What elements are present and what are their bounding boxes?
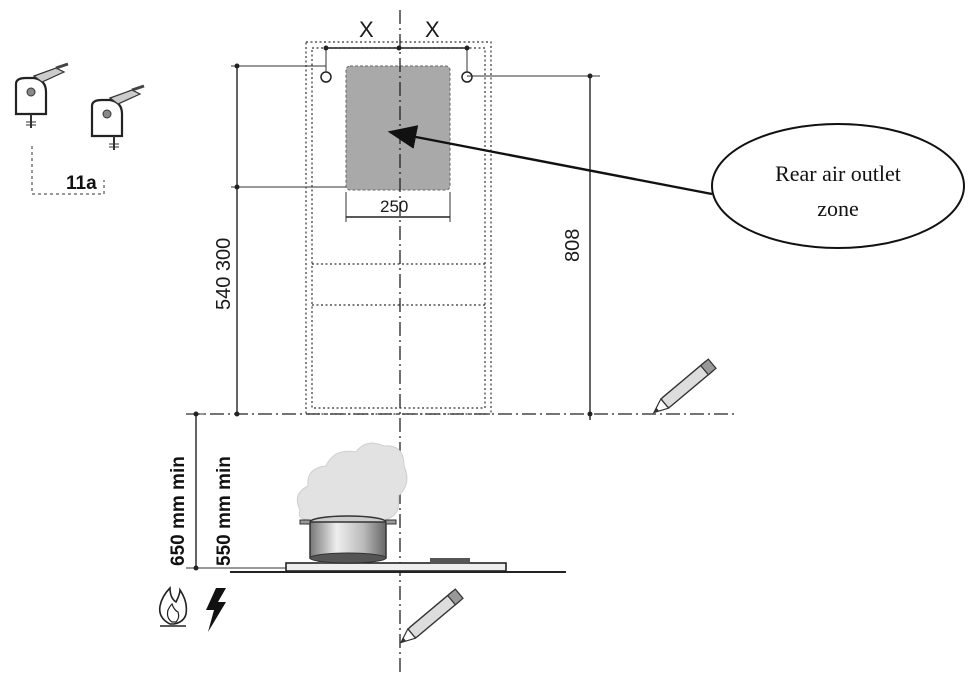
lightning-bolt-icon — [206, 588, 226, 632]
figure-ref-connector — [31, 146, 105, 195]
dimension-540-300: 540 300 — [213, 238, 235, 310]
clearance-550: 550 mm min — [214, 456, 235, 566]
steam-cloud — [296, 442, 408, 521]
clearance-dimensions — [186, 411, 290, 571]
callout-text-line1: Rear air outlet — [775, 161, 901, 186]
width-250-dimension — [345, 192, 451, 222]
dimension-x-right: X — [425, 17, 440, 42]
rear-air-outlet-zone — [345, 65, 451, 191]
callout-bubble — [711, 123, 965, 249]
gas-flame-icon — [158, 586, 188, 627]
pencil-icon — [399, 588, 464, 644]
x-dimension-line — [323, 45, 470, 51]
pencil-icon — [652, 358, 717, 414]
figure-ref-label: 11a — [66, 173, 97, 194]
callout-arrow — [387, 125, 713, 196]
callout-text-line2: zone — [817, 196, 859, 221]
height-540-300-dimension — [231, 63, 346, 417]
mounting-holes — [320, 48, 473, 83]
cooktop — [230, 558, 566, 573]
cooking-pot — [299, 515, 397, 564]
dimension-x-left: X — [359, 17, 374, 42]
dimension-808: 808 — [562, 229, 584, 262]
dimension-250: 250 — [380, 197, 408, 216]
height-808-dimension — [467, 73, 600, 420]
clearance-650: 650 mm min — [168, 456, 189, 566]
mounting-bracket-icon — [14, 62, 145, 150]
